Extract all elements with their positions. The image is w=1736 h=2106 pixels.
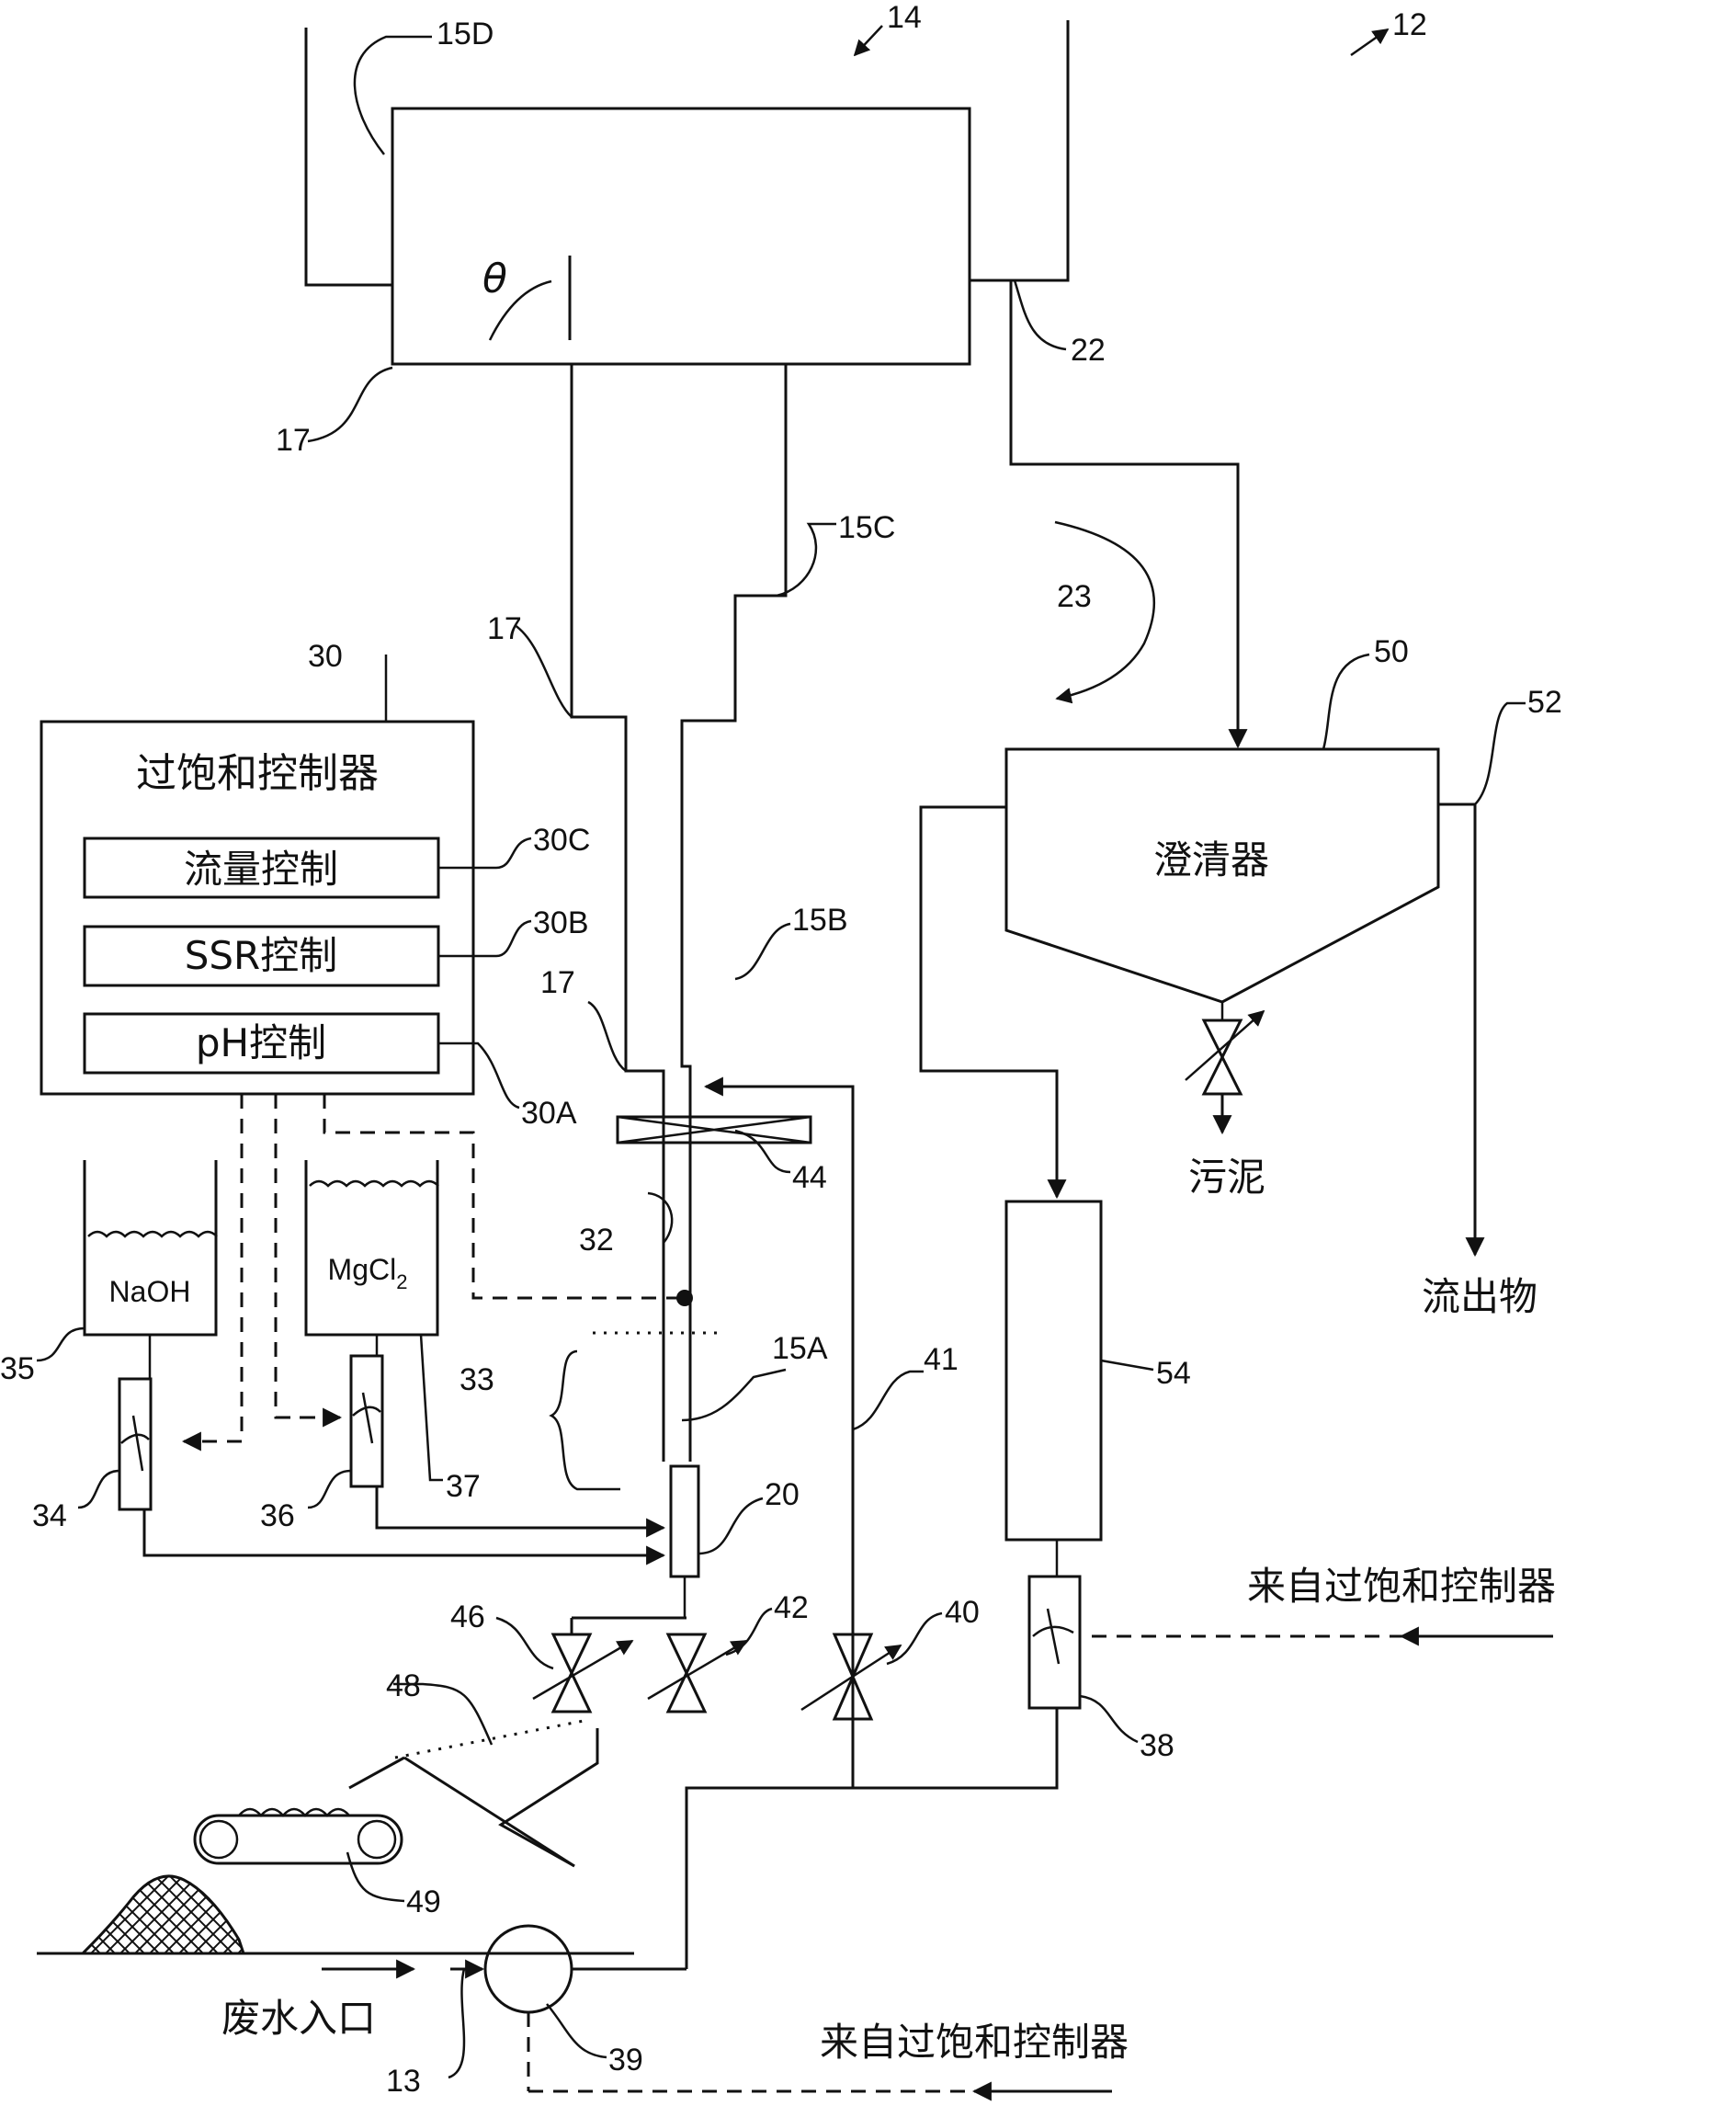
ref-37: 37 [446, 1469, 481, 1504]
controller-title: 过饱和控制器 [136, 750, 379, 797]
valve-46 [532, 1616, 686, 1713]
ref-44: 44 [792, 1160, 827, 1195]
ref-17c: 17 [540, 965, 575, 1000]
metering-valve-36 [349, 1354, 384, 1488]
effluent-line [1438, 803, 1485, 1258]
ref-38: 38 [1140, 1728, 1174, 1763]
ref-30: 30 [308, 639, 343, 674]
supersaturation-controller: 过饱和控制器 流量控制 SSR控制 pH控制 [40, 720, 475, 1096]
bottom-header-line [685, 1708, 1059, 1969]
ref-17a: 17 [276, 423, 311, 458]
ref-41: 41 [924, 1342, 959, 1377]
ref-35: 35 [0, 1351, 35, 1386]
leader-lines [36, 25, 1526, 2079]
clarifier-to-filter-line [919, 805, 1067, 1200]
ssr-control-label: SSR控制 [185, 933, 338, 978]
ref-12: 12 [1392, 7, 1427, 42]
dosing-lines [142, 1407, 666, 1565]
conveyor-49 [193, 1807, 403, 1865]
clarifier-label: 澄清器 [1153, 837, 1269, 882]
overflow-line [1009, 280, 1248, 749]
valve-42 [647, 1633, 748, 1713]
reactor-column [570, 364, 812, 1618]
ref-33: 33 [460, 1362, 494, 1397]
filter-column-54 [1004, 1200, 1103, 1542]
mgcl2-tank: MgCl2 [304, 1160, 439, 1356]
discharge-screen-48 [348, 1719, 599, 1868]
from-controller-bottom-label: 来自过饱和控制器 [820, 2020, 1129, 2065]
ref-46: 46 [450, 1599, 485, 1634]
ref-17b: 17 [487, 611, 522, 646]
effluent-label: 流出物 [1422, 1274, 1537, 1319]
ref-39: 39 [608, 2043, 643, 2078]
reactor-top: θ [304, 20, 1070, 366]
ref-15C: 15C [838, 510, 895, 545]
product-pile [37, 1874, 634, 1955]
ph-control-label: pH控制 [196, 1020, 326, 1065]
ref-48: 48 [386, 1668, 421, 1703]
valve-40 [800, 1633, 902, 1721]
reference-numerals: 12 14 15D 22 17 15C 23 17 30 50 52 30C 3… [0, 0, 1562, 2099]
metering-valve-38 [1027, 1575, 1082, 1710]
ref-30C: 30C [533, 823, 590, 858]
naoh-label: NaOH [109, 1275, 191, 1308]
ref-54: 54 [1156, 1356, 1191, 1391]
ref-22: 22 [1071, 333, 1106, 368]
flow-control-label: 流量控制 [184, 847, 338, 892]
ref-14: 14 [887, 0, 922, 35]
metering-valve-34 [118, 1377, 153, 1511]
circulation-arrow [1054, 520, 1155, 704]
return-line-41 [703, 1076, 855, 1788]
from-controller-right-label: 来自过饱和控制器 [1247, 1564, 1556, 1609]
ref-52: 52 [1527, 685, 1562, 720]
ref-40: 40 [945, 1595, 980, 1630]
ref-15B: 15B [792, 903, 848, 938]
clarifier: 澄清器 污泥 [1004, 747, 1440, 1200]
theta-label: θ [482, 256, 507, 302]
ref-13: 13 [386, 2064, 421, 2099]
wastewater-inlet-label: 废水入口 [221, 1996, 376, 2041]
ref-30B: 30B [533, 905, 589, 940]
naoh-tank: NaOH [83, 1160, 218, 1379]
ref-50: 50 [1374, 634, 1409, 669]
ref-23: 23 [1057, 579, 1092, 614]
ref-32: 32 [579, 1223, 614, 1258]
pump-39 [483, 1924, 1112, 2101]
ref-30A: 30A [521, 1096, 577, 1131]
mgcl2-label: MgCl2 [328, 1253, 408, 1293]
sludge-label: 污泥 [1188, 1155, 1265, 1200]
ref-36: 36 [260, 1498, 295, 1533]
ref-15A: 15A [772, 1331, 828, 1366]
ref-42: 42 [774, 1590, 809, 1625]
ref-49: 49 [406, 1884, 441, 1919]
ref-15D: 15D [437, 17, 494, 51]
ref-20: 20 [765, 1477, 800, 1512]
ref-34: 34 [32, 1498, 67, 1533]
